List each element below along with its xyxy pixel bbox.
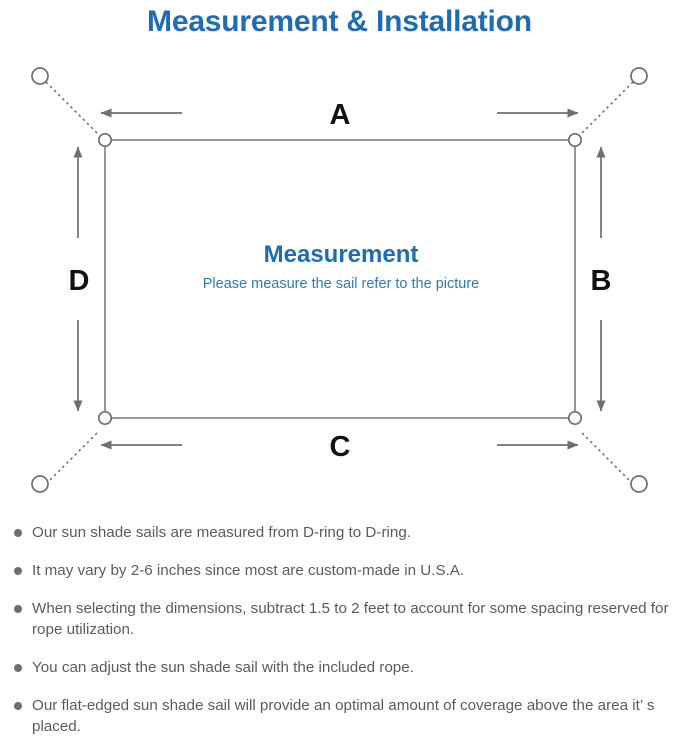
page-title: Measurement & Installation xyxy=(147,5,532,38)
note-text: When selecting the dimensions, subtract … xyxy=(32,600,669,638)
anchor-ring-icon xyxy=(31,67,648,493)
measurement-diagram: A B C D xyxy=(0,48,679,508)
note-text: You can adjust the sun shade sail with t… xyxy=(32,659,414,676)
list-item: It may vary by 2-6 inches since most are… xyxy=(0,560,679,581)
sail-rectangle xyxy=(104,139,576,419)
rope-lines xyxy=(45,81,634,485)
note-text: Our sun shade sails are measured from D-… xyxy=(32,524,411,541)
bullet-icon xyxy=(14,529,22,537)
list-item: Our flat-edged sun shade sail will provi… xyxy=(0,695,679,737)
d-ring-icon xyxy=(97,132,583,426)
bullet-icon xyxy=(14,567,22,575)
note-text: It may vary by 2-6 inches since most are… xyxy=(32,562,465,579)
dimension-label-c: C xyxy=(330,431,351,463)
note-text: Our flat-edged sun shade sail will provi… xyxy=(32,697,655,735)
dimension-label-d: D xyxy=(69,265,90,297)
list-item: Our sun shade sails are measured from D-… xyxy=(0,522,679,543)
list-item: When selecting the dimensions, subtract … xyxy=(0,598,679,640)
bullet-icon xyxy=(14,664,22,672)
list-item: You can adjust the sun shade sail with t… xyxy=(0,657,679,678)
notes-list: Our sun shade sails are measured from D-… xyxy=(0,522,679,754)
bullet-icon xyxy=(14,702,22,710)
dimension-label-a: A xyxy=(330,99,351,131)
bullet-icon xyxy=(14,605,22,613)
dimension-label-b: B xyxy=(591,265,612,297)
